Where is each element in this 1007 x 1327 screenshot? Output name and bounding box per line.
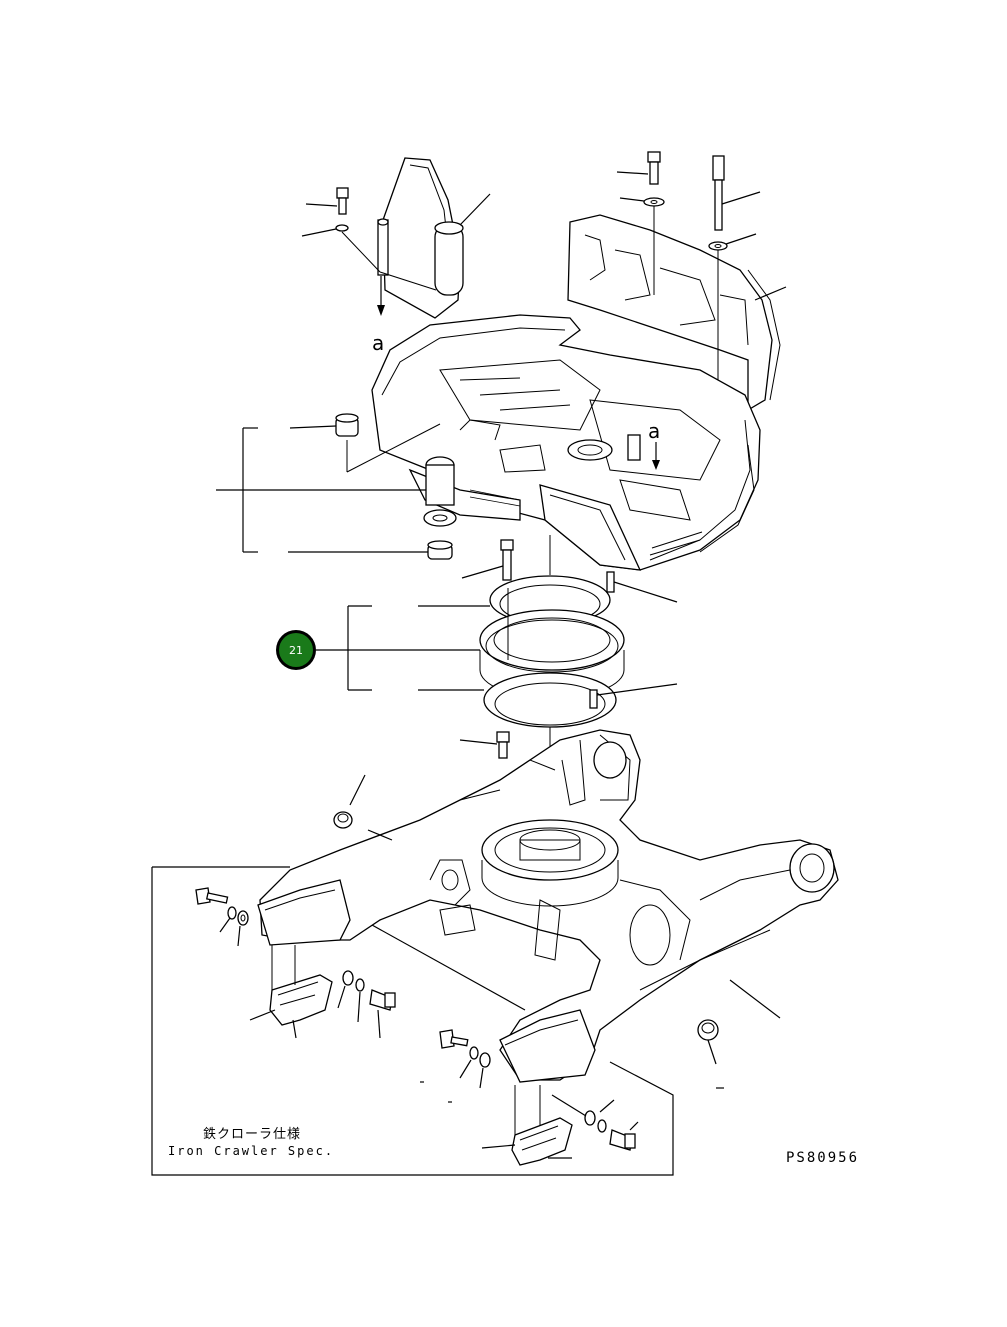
swing-bolt-upper	[461, 535, 551, 581]
iron-crawler-spec-box	[151, 866, 674, 1176]
upper-bushing	[289, 413, 441, 473]
right-bolt-top	[616, 151, 665, 295]
grease-fitting-right	[697, 1019, 724, 1089]
spec-caption: 鉄クローラ仕様 Iron Crawler Spec.	[168, 1127, 334, 1158]
swing-circle	[479, 571, 678, 728]
left-bolt	[301, 187, 437, 291]
left-bracket-group	[216, 427, 426, 553]
lower-bushing	[288, 540, 453, 560]
arrow-a-right: a	[648, 419, 660, 470]
arrow-a-left: a	[372, 276, 385, 355]
callout-21-label: 21	[289, 644, 303, 657]
guide-right-bolts	[420, 1029, 639, 1151]
guide-left	[249, 945, 333, 1039]
arrow-label-a-right: a	[648, 419, 660, 443]
track-frame	[257, 729, 839, 1083]
long-bolt-right	[708, 155, 761, 395]
spec-caption-japanese: 鉄クローラ仕様	[203, 1127, 301, 1142]
drawing-code: PS80956	[786, 1150, 859, 1166]
callout-21[interactable]: 21	[276, 630, 316, 670]
track-frame-leaders	[349, 774, 781, 1019]
guide-left-bolts	[195, 887, 396, 1039]
counterweight	[567, 214, 787, 412]
grease-fitting-left	[333, 811, 353, 829]
revolving-frame	[371, 314, 761, 571]
swing-circle-bracket	[316, 605, 490, 691]
left-cover-bracket	[377, 157, 491, 319]
arrow-label-a-left: a	[372, 331, 384, 355]
spec-caption-english: Iron Crawler Spec.	[168, 1144, 334, 1158]
guide-right	[481, 1085, 573, 1166]
